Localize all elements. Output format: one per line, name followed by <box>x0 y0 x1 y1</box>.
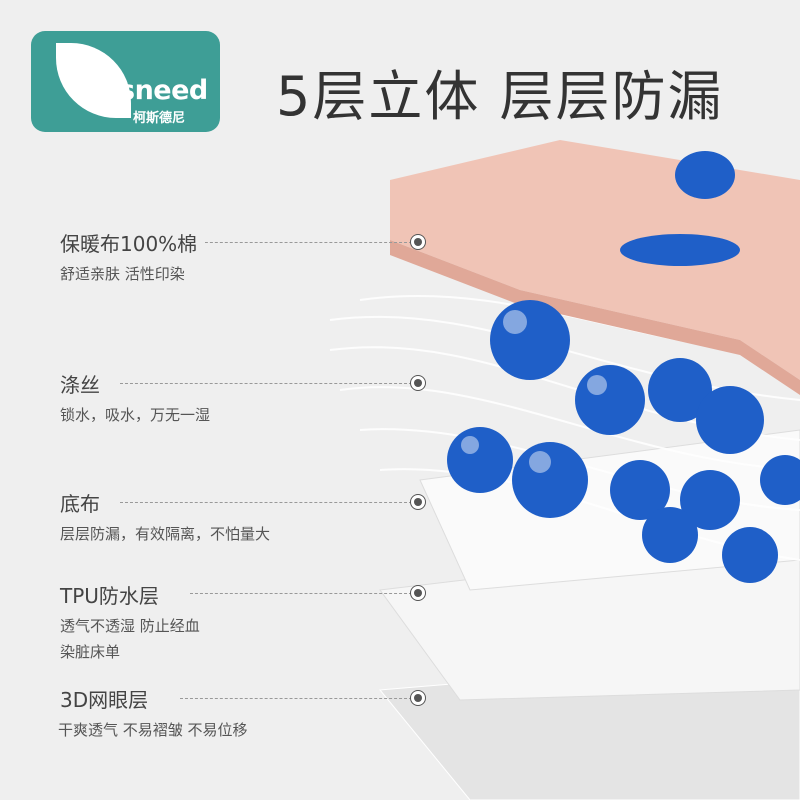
feature-cotton: 保暖布100%棉 舒适亲肤 活性印染 <box>60 228 206 287</box>
droplet <box>610 460 670 520</box>
droplet <box>490 300 570 380</box>
feature-base-fabric: 底布 层层防漏，有效隔离，不怕量大 <box>60 488 270 547</box>
feature-tpu: TPU防水层 透气不透湿 防止经血 染脏床单 <box>60 580 200 665</box>
layer-marker-icon <box>410 690 426 706</box>
droplet <box>760 455 800 505</box>
brand-logo: Kidsneed 柯斯德尼 <box>31 31 220 132</box>
feature-subtitle: 染脏床单 <box>60 643 121 661</box>
feature-title: 3D网眼层 <box>60 684 157 713</box>
layer-marker-icon <box>410 234 426 250</box>
feature-subtitle: 透气不透湿 防止经血 <box>60 617 200 635</box>
layer-marker-icon <box>410 375 426 391</box>
feature-subtitle: 舒适亲肤 活性印染 <box>60 265 185 283</box>
droplet <box>675 151 735 199</box>
droplet <box>512 442 588 518</box>
brand-name: Kidsneed <box>71 75 208 106</box>
droplet <box>648 358 712 422</box>
droplet <box>447 427 513 493</box>
feature-title: 保暖布100%棉 <box>60 228 206 257</box>
feature-title: 底布 <box>60 488 108 517</box>
headline: 5层立体 层层防漏 <box>276 65 724 128</box>
feature-title: TPU防水层 <box>60 580 167 609</box>
droplet <box>575 365 645 435</box>
feature-subtitle: 干爽透气 不易褶皱 不易位移 <box>58 721 248 739</box>
feature-polyester: 涤丝 锁水，吸水，万无一湿 <box>60 369 210 428</box>
feature-subtitle: 层层防漏，有效隔离，不怕量大 <box>60 525 271 543</box>
droplet <box>722 527 778 583</box>
feature-subtitle: 锁水，吸水，万无一湿 <box>60 406 211 424</box>
layer-marker-icon <box>410 585 426 601</box>
layer-marker-icon <box>410 494 426 510</box>
droplet <box>696 386 764 454</box>
droplet <box>680 470 740 530</box>
brand-name-cn: 柯斯德尼 <box>133 111 186 126</box>
feature-title: 涤丝 <box>60 369 108 398</box>
feature-3d-mesh: 3D网眼层 干爽透气 不易褶皱 不易位移 <box>58 684 248 743</box>
droplet <box>620 234 740 266</box>
droplet <box>642 507 698 563</box>
